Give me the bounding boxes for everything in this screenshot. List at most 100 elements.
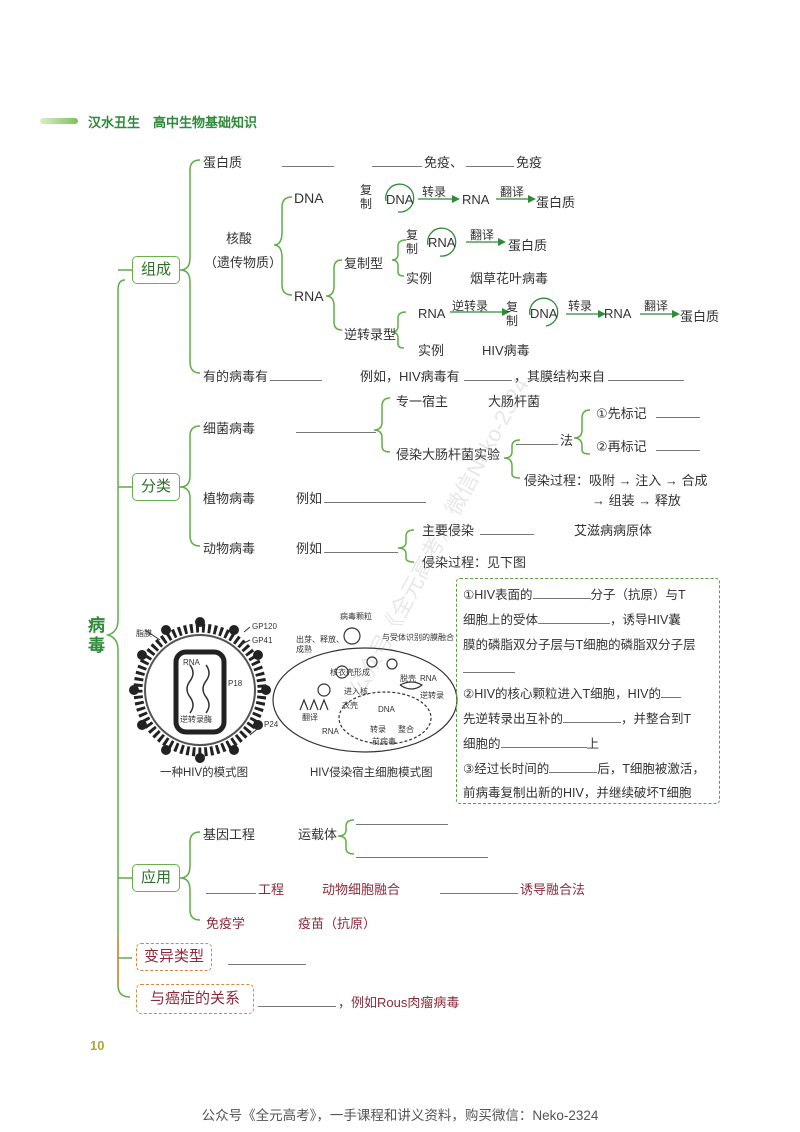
rep-translate-label: 翻译: [470, 228, 495, 242]
group-application: 应用: [132, 864, 180, 892]
aids-label: 艾滋病病原体: [574, 523, 653, 538]
envelope-from-blank: [608, 369, 684, 381]
some-viruses-label: 有的病毒有: [203, 369, 269, 384]
hiv-label-p24: P24: [264, 720, 279, 729]
rep-protein-node: 蛋白质: [508, 238, 548, 253]
infection-label-integrate: 整合: [398, 724, 414, 734]
infection-label-virus-particle: 病毒颗粒: [340, 611, 372, 621]
footer-text: 公众号《全元高考》，一手课程和讲义资料，购买微信：Neko-2324: [201, 1108, 599, 1123]
infection-label-translate: 翻译: [302, 713, 318, 722]
infection-label-rt: 逆转录: [420, 690, 444, 700]
dna-node-1: DNA: [386, 192, 414, 207]
method-blank: [516, 433, 558, 445]
protein-blank: [282, 155, 334, 167]
immunology-label: 免疫学: [206, 916, 246, 931]
engineering-label: 工程: [258, 882, 285, 897]
then-label-blank: [656, 439, 700, 451]
hiv-step-line-8: ③经过长时间的后，T细胞被激活，: [463, 761, 705, 776]
hiv-step-line-4: [463, 657, 713, 682]
infection-diagram: [272, 627, 458, 753]
group-classification: 分类: [132, 473, 180, 501]
retro-translate-label: 翻译: [644, 299, 669, 313]
infection-label-mature: 成熟: [296, 644, 312, 654]
see-figure-label: 侵染过程：见下图: [422, 555, 527, 570]
engineering-blank: [206, 882, 256, 894]
retro-dna-node: DNA: [530, 306, 558, 321]
root-label: 病毒: [88, 616, 105, 655]
plant-virus-eg: 例如: [296, 491, 323, 506]
fusion-blank: [440, 882, 518, 894]
infection-process-1: 侵染过程：吸附 → 注入 → 合成: [524, 473, 708, 488]
animal-virus-eg: 例如: [296, 541, 323, 556]
first-label: ①先标记: [596, 406, 647, 421]
hiv-step-line-3: 膜的磷脂双分子层与T细胞的磷脂双分子层: [463, 637, 696, 652]
infection-label-host-dna: 前病毒: [372, 736, 396, 746]
dna-rna-node: RNA: [462, 192, 490, 207]
dna-transcribe-label: 转录: [422, 185, 447, 199]
group-composition: 组成: [132, 256, 180, 284]
retro-hiv-label: HIV病毒: [482, 343, 530, 358]
rep-example-label: 实例: [406, 271, 433, 286]
vector-label: 运载体: [298, 827, 338, 842]
hiv-step-line-6: 先逆转录出互补的，并整合到T: [463, 711, 692, 726]
dna-replicate-label: 复 制: [360, 183, 373, 211]
infection-label-release: 出芽、释放、: [296, 634, 344, 644]
retro-rna-node-2: RNA: [604, 306, 632, 321]
variation-blank: [228, 953, 306, 965]
hiv-label-reverse-enzyme: 逆转录酶: [180, 714, 212, 724]
plant-virus-label: 植物病毒: [203, 491, 256, 506]
vaccine-label: 疫苗（抗原）: [298, 916, 377, 931]
hiv-step-line-9: 前病毒复制出新的HIV，并继续破坏T细胞: [463, 786, 692, 801]
header-title: 汉水丑生 高中生物基础知识: [88, 115, 258, 130]
retro-example-label: 实例: [418, 343, 445, 358]
plant-virus-blank: [324, 491, 426, 503]
hiv-label-rna: RNA: [183, 658, 201, 667]
hiv-particle-diagram: [129, 617, 271, 763]
hiv-label-gp120: GP120: [252, 622, 277, 631]
infection-figure-caption: HIV侵染宿主细胞模式图: [310, 767, 433, 779]
rep-replicate-label: 复 制: [406, 228, 419, 256]
hiv-infection-steps-box: ①HIV表面的分子（抗原）与T 细胞上的受体，诱导HIV囊 膜的磷脂双分子层与T…: [456, 578, 720, 804]
rep-tmv-label: 烟草花叶病毒: [470, 271, 549, 286]
main-infect-blank: [480, 523, 534, 535]
infection-label-enter-nucleus: 进入核: [344, 686, 368, 696]
example-hiv-label: 例如，HIV病毒有: [360, 369, 460, 384]
ecoli-label: 大肠杆菌: [488, 394, 541, 409]
envelope-from-label: ，其膜结构来自: [514, 369, 606, 384]
immune-text-1: 免疫、: [424, 155, 464, 170]
rep-rna-node: RNA: [428, 235, 456, 250]
genetic-material-label: （遗传物质）: [204, 255, 283, 270]
immune-blank-2: [466, 155, 514, 167]
protein-label: 蛋白质: [203, 155, 243, 170]
nucleic-acid-label: 核酸: [226, 231, 253, 246]
main-infect-label: 主要侵染: [422, 523, 475, 538]
immune-blank-1: [372, 155, 422, 167]
bacteriophage-label: 细菌病毒: [203, 421, 256, 436]
retro-rna-node: RNA: [418, 306, 446, 321]
cancer-blank: [258, 995, 336, 1007]
animal-virus-label: 动物病毒: [203, 541, 256, 556]
vector-blank-2: [356, 846, 488, 858]
infection-process-2: → 组装 → 释放: [592, 493, 681, 508]
hiv-step-line-2: 细胞上的受体，诱导HIV囊: [463, 612, 681, 627]
infection-label-shell: 核衣壳形成: [330, 667, 370, 677]
infection-label-coat: 衣壳: [342, 700, 358, 710]
induce-fusion-label: 诱导融合法: [520, 882, 586, 897]
rna-branch-label: RNA: [294, 288, 324, 304]
group-variation: 变异类型: [136, 943, 212, 971]
bacteriophage-blank: [296, 421, 376, 433]
hiv-step-line-7: 细胞的上: [463, 736, 600, 751]
gene-engineering-label: 基因工程: [203, 827, 256, 842]
dna-branch-label: DNA: [294, 190, 324, 206]
vector-blank-1: [356, 813, 448, 825]
hiv-label-lipid: 脂膜: [136, 628, 152, 638]
infection-label-rna-2: RNA: [322, 727, 340, 736]
infection-label-rna: RNA: [420, 674, 438, 683]
group-cancer: 与癌症的关系: [136, 984, 254, 1014]
then-label: ②再标记: [596, 439, 647, 454]
retro-rt-label: 逆转录: [452, 299, 489, 313]
method-label: 法: [560, 433, 574, 448]
animal-virus-blank: [324, 541, 398, 553]
retro-replicate-label: 复 制: [506, 300, 519, 328]
example-hiv-blank: [464, 369, 512, 381]
